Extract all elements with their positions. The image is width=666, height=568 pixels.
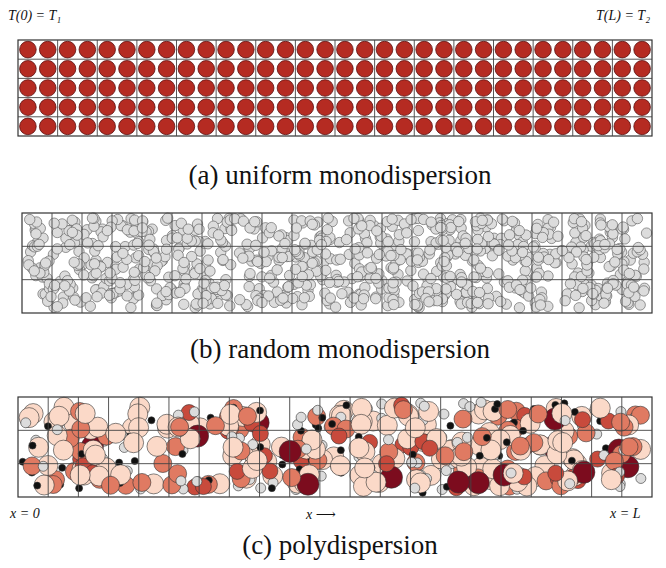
panel-caption: (a) uniform monodispersion [189, 160, 492, 191]
panel-caption: (b) random monodispersion [190, 334, 490, 365]
boundary-condition: T(L) = T₂ [596, 8, 650, 24]
axis-label: x ⟶ [306, 506, 336, 523]
boundary-condition: T(0) = T₁ [8, 8, 61, 24]
random-particles [23, 213, 652, 313]
cell-grid [22, 213, 652, 313]
axis-label: x = L [610, 506, 640, 522]
cell-grid [18, 40, 652, 136]
axis-label: x = 0 [10, 506, 40, 522]
panel-caption: (c) polydispersion [242, 530, 438, 561]
polydisperse-particles [19, 397, 651, 496]
cell-grid [18, 397, 652, 497]
